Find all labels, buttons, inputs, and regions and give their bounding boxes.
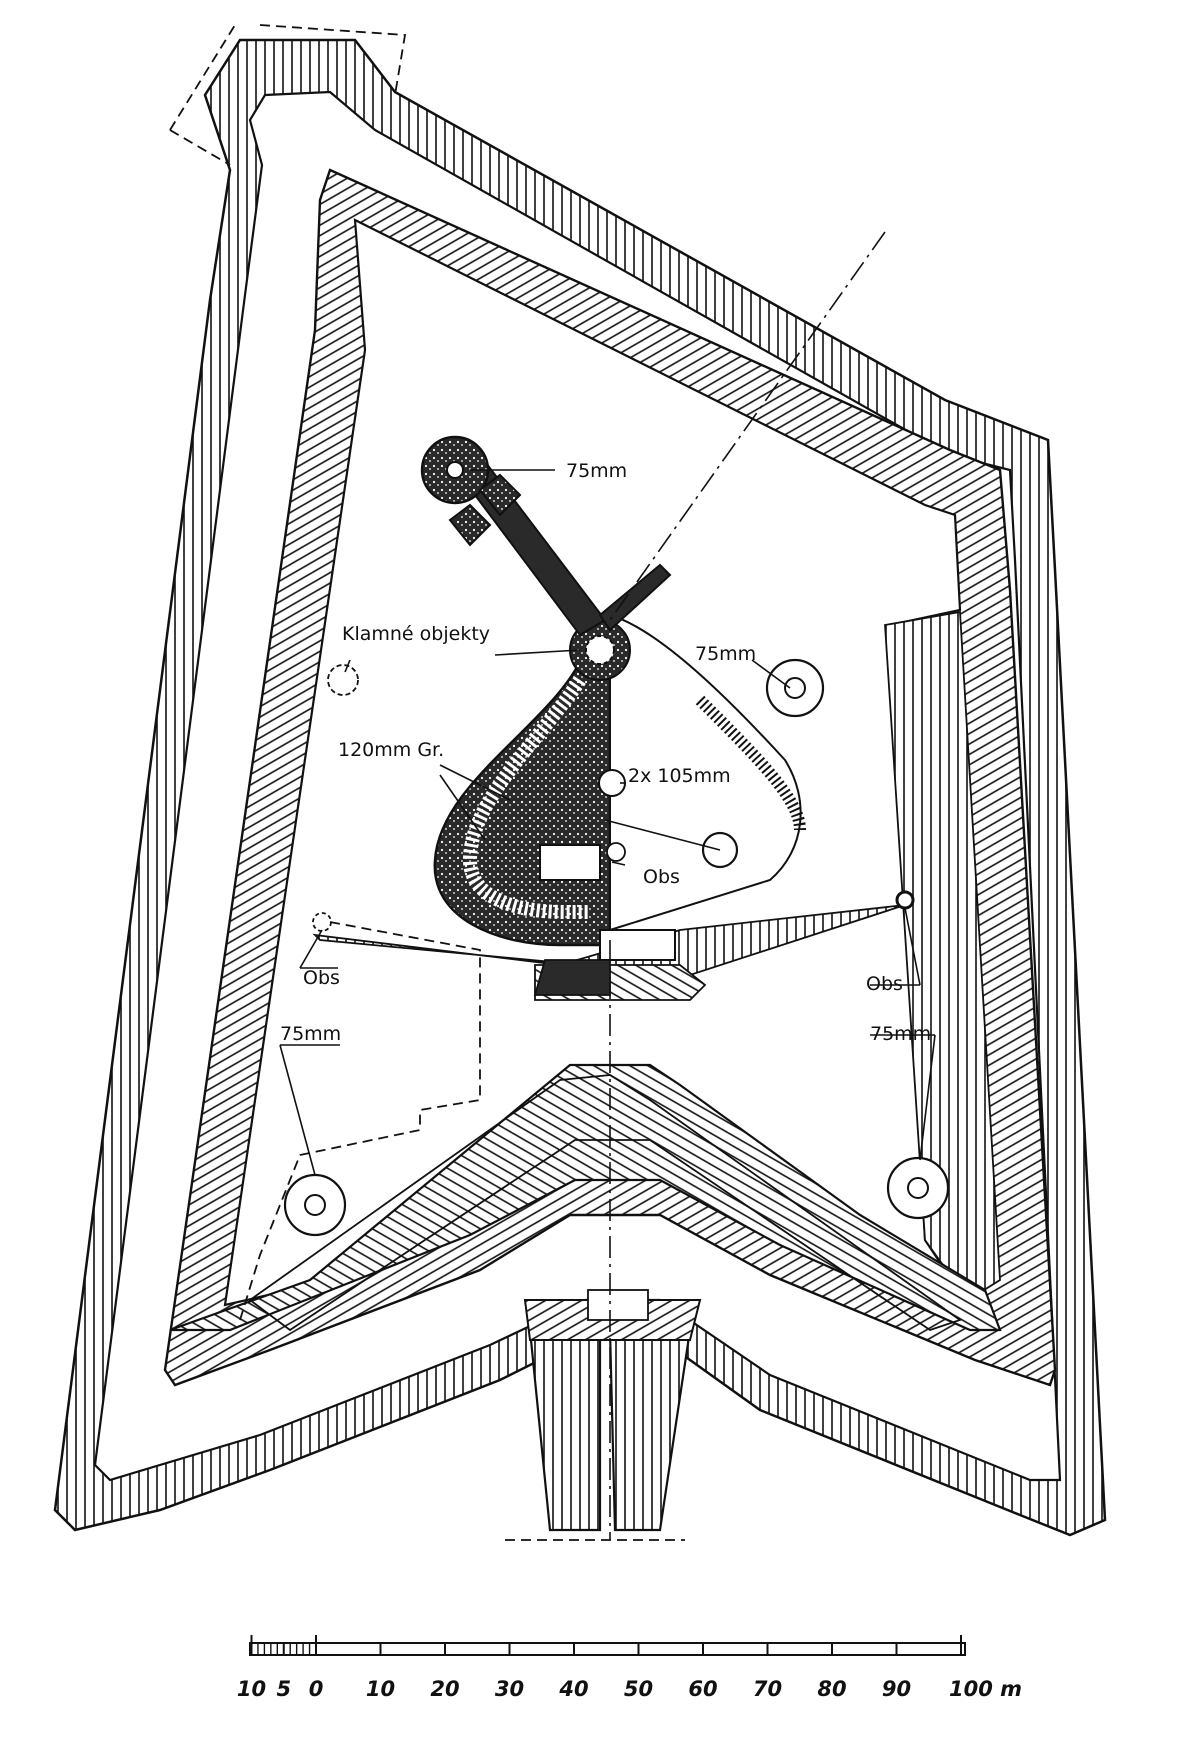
scale-label: 10 xyxy=(366,1677,395,1701)
scale-label: 70 xyxy=(753,1677,782,1701)
label-obs-right: Obs xyxy=(866,973,903,995)
scale-label: 50 xyxy=(624,1677,653,1701)
scale-label: 5 xyxy=(276,1677,291,1701)
center-axis xyxy=(609,231,886,1540)
decoy-object xyxy=(327,664,359,696)
label-75mm-top: 75mm xyxy=(566,460,627,482)
upper-traverse xyxy=(248,1074,962,1332)
label-75mm-bottom-right: 75mm xyxy=(870,1023,931,1045)
label-120mm-mortar: 120mm Gr. xyxy=(338,739,444,761)
scale-label: 10 xyxy=(237,1677,266,1701)
label-2x-105mm: 2x 105mm xyxy=(628,765,731,787)
scale-label: 20 xyxy=(430,1677,459,1701)
scale-label: 90 xyxy=(882,1677,911,1701)
central-traverse xyxy=(169,1063,1002,1332)
gun-emplacements xyxy=(283,658,950,1237)
scale-label: 80 xyxy=(817,1677,846,1701)
leader-lines xyxy=(279,469,936,1176)
dashed-outlines xyxy=(169,24,685,1541)
scale-label: 30 xyxy=(495,1677,524,1701)
gallery-arm xyxy=(420,435,672,637)
scale-label: 0 xyxy=(309,1677,324,1701)
label-obs-left: Obs xyxy=(303,967,340,989)
labels: 75mm Klamné objekty 75mm 120mm Gr. 2x 10… xyxy=(280,460,931,1045)
scale-label: 60 xyxy=(688,1677,717,1701)
label-75mm-right: 75mm xyxy=(695,643,756,665)
scale-label: 100 m xyxy=(949,1677,1022,1701)
scale-label: 40 xyxy=(558,1677,588,1701)
entrance-ramp xyxy=(523,1289,702,1532)
central-bunker xyxy=(433,613,806,996)
label-obs-center: Obs xyxy=(643,866,680,888)
obs-post-right xyxy=(895,890,915,910)
scale-ticks xyxy=(250,1635,962,1655)
label-75mm-bottom-left: 75mm xyxy=(280,1023,341,1045)
obs-post-center xyxy=(606,842,626,862)
label-decoy-objects: Klamné objekty xyxy=(342,623,490,645)
